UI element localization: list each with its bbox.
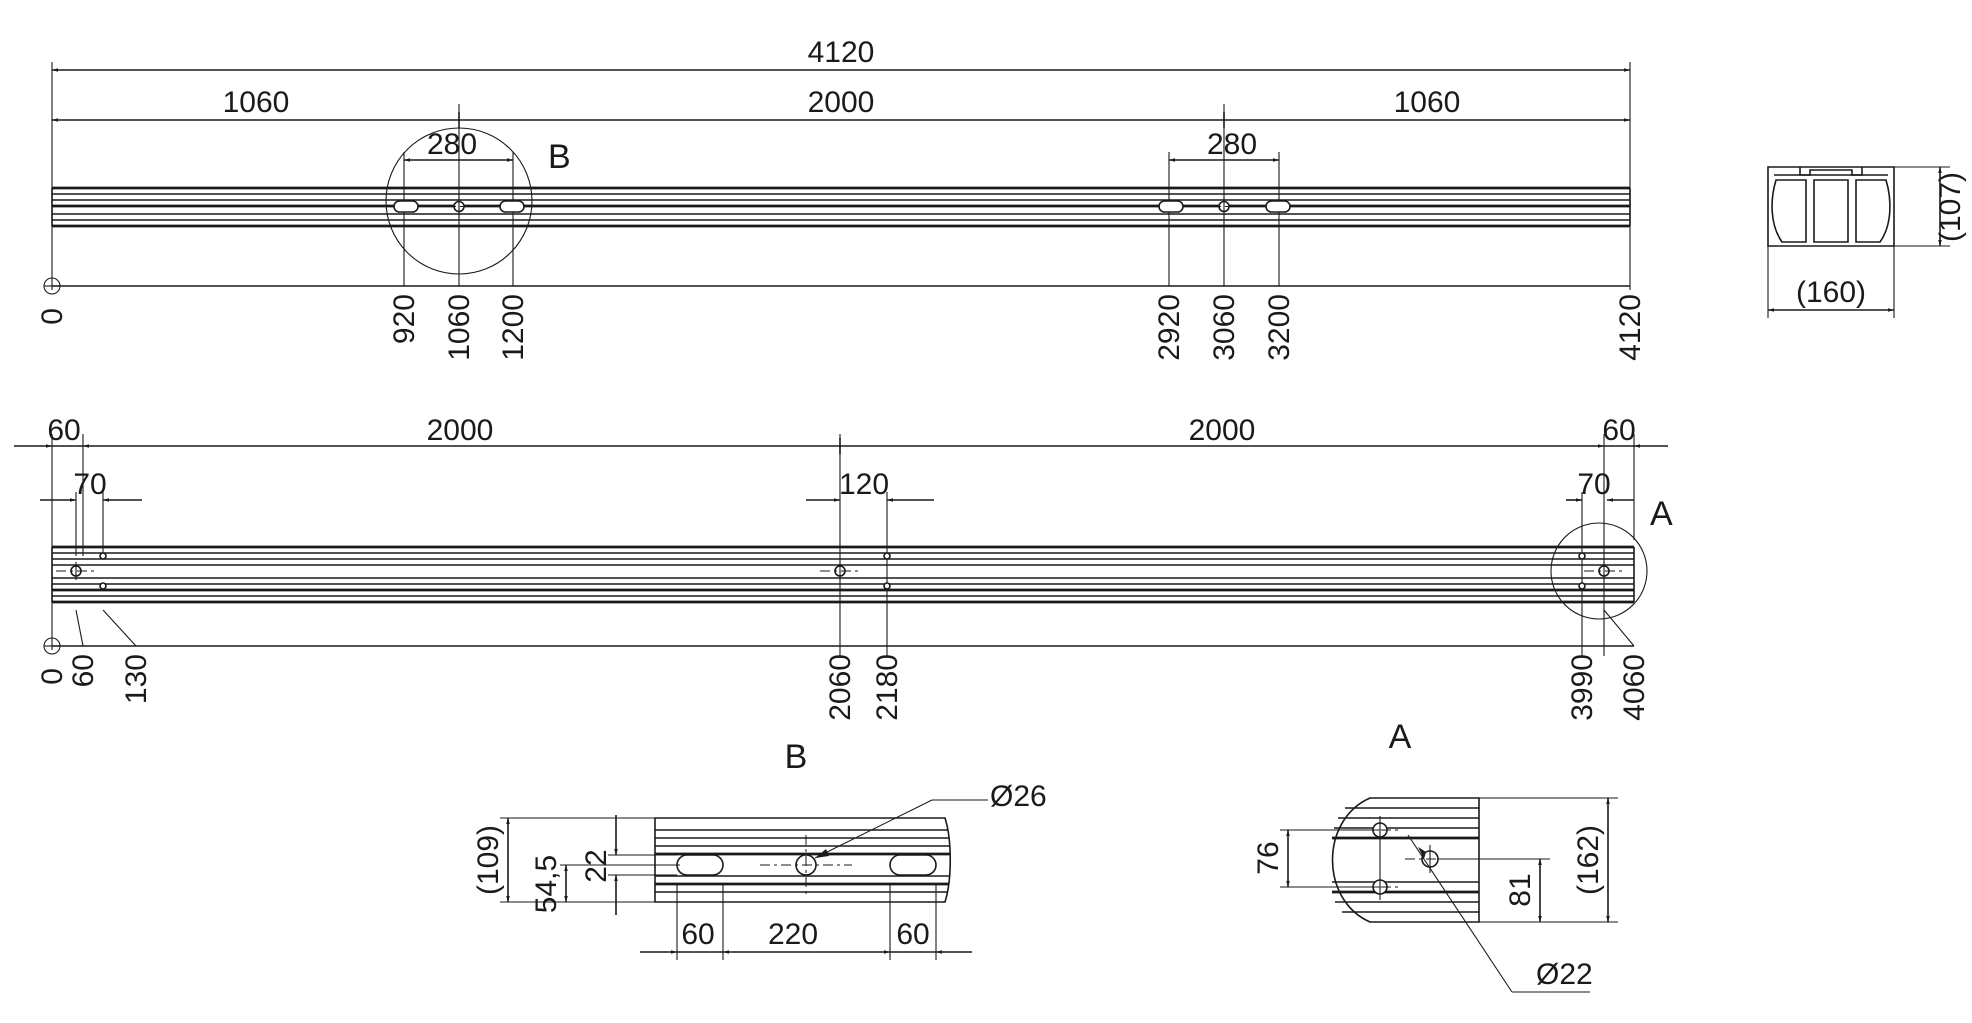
dim-segment-left: 2000 — [427, 414, 494, 447]
dim-detail-b-center-height: 54,5 — [530, 855, 563, 913]
detail-circle-b — [385, 127, 533, 275]
ordinate-top-3060: 3060 — [1208, 294, 1241, 361]
ordinates-bottom: 0 60 130 2060 2180 3990 4060 — [36, 654, 1651, 721]
ordinate-top-920: 920 — [388, 294, 421, 344]
dim-detail-a-hole-spacing: 76 — [1252, 841, 1285, 874]
rail-profile-top — [51, 186, 1631, 228]
slot-right-1 — [1158, 200, 1184, 213]
section-view: (107) (160) — [1767, 166, 1967, 318]
dim-hole-spacing-middle: 120 — [839, 468, 889, 501]
ordinate-bottom-0: 0 — [36, 668, 69, 685]
dim-left-edge: 60 — [47, 414, 80, 447]
section-outline — [1767, 166, 1895, 247]
ordinates-top: 0 920 1060 1200 2920 3060 3200 4120 — [36, 294, 1647, 361]
detail-circle-a — [1550, 522, 1648, 620]
bottom-view: 60 2000 2000 60 70 120 70 — [14, 414, 1673, 721]
hole-left-lower — [99, 582, 107, 590]
detail-a: A 76 81 (162) Ø22 — [1252, 718, 1618, 993]
detail-b: B (109) 54,5 22 Ø26 — [472, 738, 1047, 960]
ordinate-top-2920: 2920 — [1153, 294, 1186, 361]
dim-detail-b-slot-spacing: 220 — [768, 918, 818, 951]
hole-right-lower — [1578, 582, 1586, 590]
rail-profile-bottom — [51, 545, 1635, 604]
dim-hole-spacing-right: 70 — [1577, 468, 1610, 501]
dim-middle-segment: 2000 — [808, 86, 875, 119]
ordinate-top-1060: 1060 — [443, 294, 476, 361]
dim-detail-a-hole-height: 81 — [1504, 873, 1537, 906]
detail-a-hole-diameter: Ø22 — [1536, 958, 1593, 991]
ordinate-top-1200: 1200 — [497, 294, 530, 361]
hole-middle-upper — [883, 552, 891, 560]
detail-label-a: A — [1650, 495, 1673, 533]
detail-a-title: A — [1389, 718, 1412, 756]
dim-hole-spacing-left: 70 — [73, 468, 106, 501]
hole-left-upper — [99, 552, 107, 560]
detail-label-b: B — [548, 138, 571, 176]
ordinate-bottom-130: 130 — [120, 654, 153, 704]
ordinate-top-0: 0 — [36, 308, 69, 325]
slot-group-right: 280 — [1158, 128, 1291, 286]
hole-middle-lower — [883, 582, 891, 590]
top-view: 4120 1060 2000 1060 280 — [36, 36, 1647, 361]
dim-overall: 4120 — [808, 36, 875, 69]
ordinate-bottom-60: 60 — [67, 654, 100, 687]
detail-b-outline — [654, 817, 952, 903]
dim-segment-right: 2000 — [1189, 414, 1256, 447]
dim-detail-a-overall-height: (162) — [1572, 825, 1605, 895]
dim-slot-spacing-right: 280 — [1207, 128, 1257, 161]
slot-left-1 — [393, 200, 419, 213]
ordinate-bottom-3990: 3990 — [1566, 654, 1599, 721]
ordinate-bottom-4060: 4060 — [1618, 654, 1651, 721]
slot-right-2 — [1265, 200, 1291, 213]
detail-b-slot-right — [889, 854, 937, 876]
dim-section-width: (160) — [1796, 276, 1866, 309]
ordinate-bottom-2180: 2180 — [871, 654, 904, 721]
hole-right-upper — [1578, 552, 1586, 560]
dim-left-segment: 1060 — [223, 86, 290, 119]
dim-detail-b-slot-width: 22 — [580, 849, 613, 882]
detail-b-title: B — [785, 738, 808, 776]
dim-right-edge: 60 — [1602, 414, 1635, 447]
detail-b-hole-diameter: Ø26 — [990, 780, 1047, 813]
slot-left-2 — [499, 200, 525, 213]
ordinate-top-3200: 3200 — [1263, 294, 1296, 361]
detail-b-slot-left — [676, 854, 724, 876]
dim-section-height: (107) — [1934, 172, 1967, 242]
dim-slot-spacing-left: 280 — [427, 128, 477, 161]
ordinate-top-4120: 4120 — [1614, 294, 1647, 361]
dim-detail-b-slot-left: 60 — [681, 918, 714, 951]
detail-a-outline — [1331, 797, 1480, 923]
slot-group-left: 280 B — [385, 127, 571, 286]
dim-detail-b-overall-height: (109) — [472, 825, 505, 895]
ordinate-bottom-2060: 2060 — [824, 654, 857, 721]
dim-right-segment: 1060 — [1394, 86, 1461, 119]
dim-detail-b-slot-right: 60 — [896, 918, 929, 951]
